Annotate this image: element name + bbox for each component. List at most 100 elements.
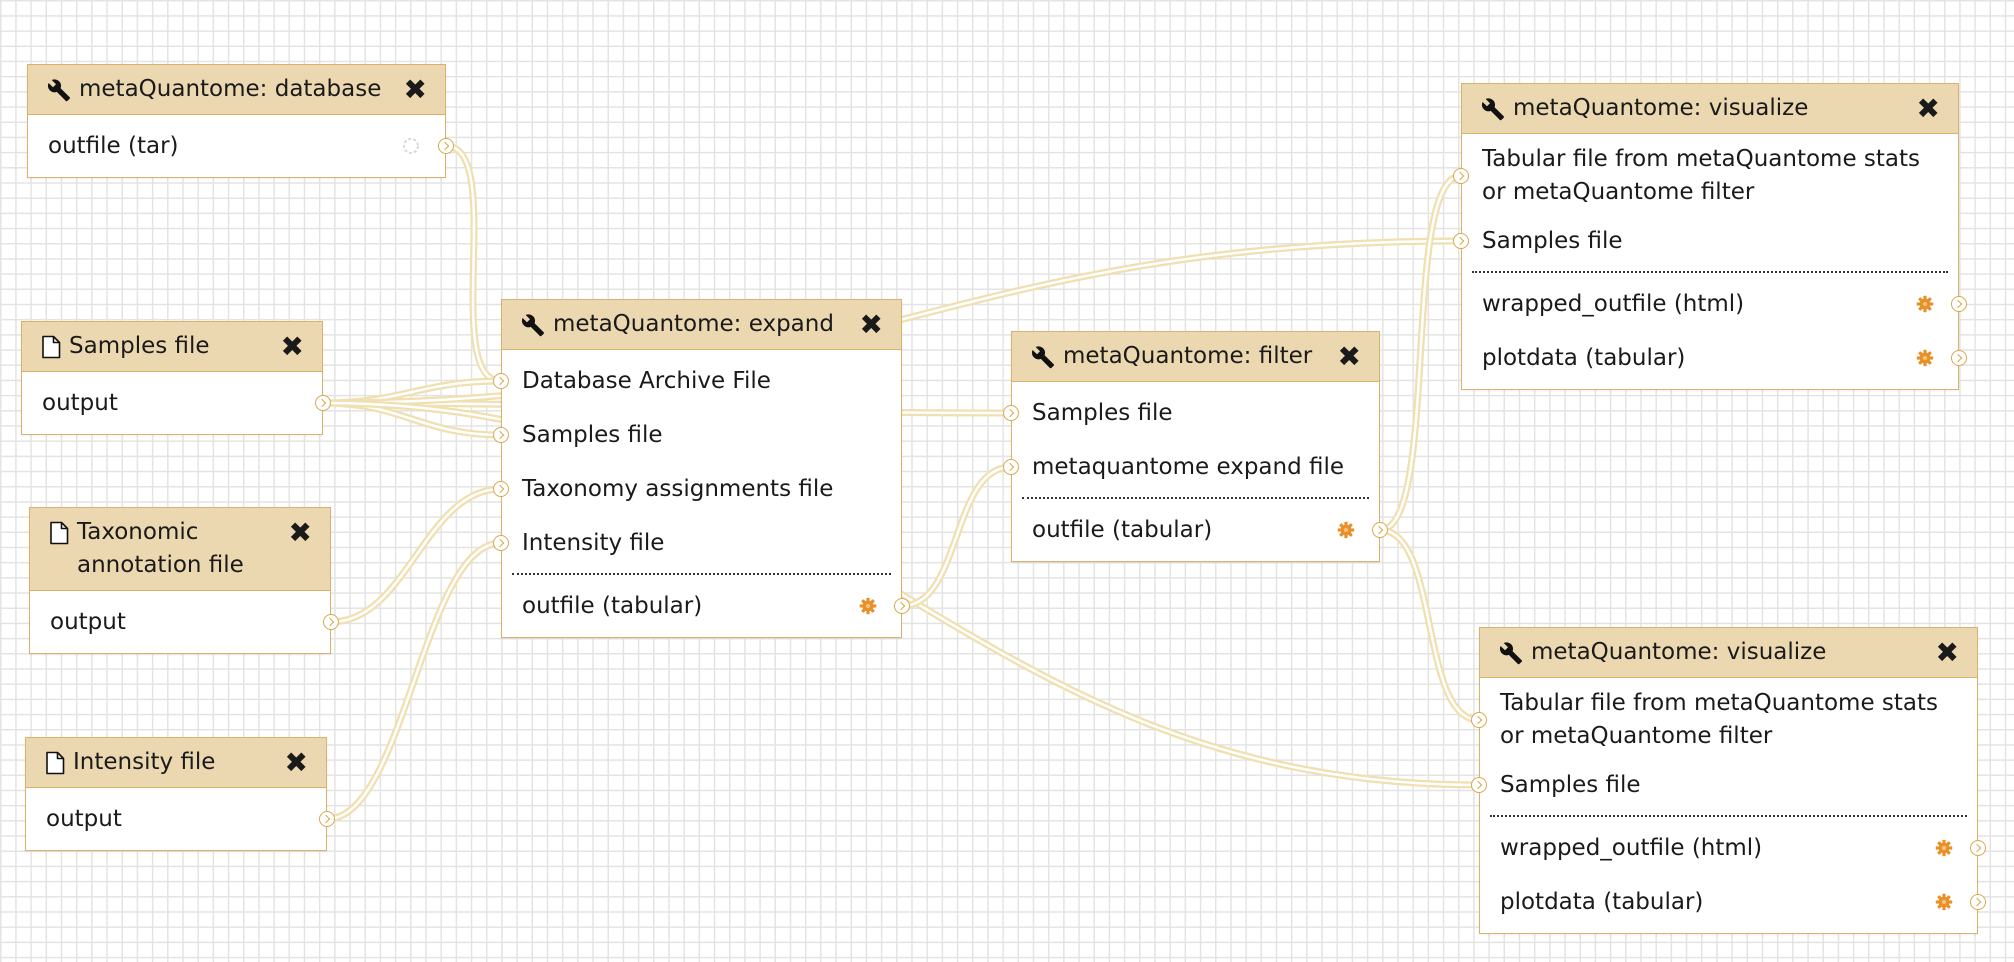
input-row: metaquantome expand file: [1003, 440, 1379, 494]
input-port[interactable]: [1453, 168, 1469, 184]
node-title: Taxonomic annotation file: [77, 519, 244, 578]
node-metaquantome-expand[interactable]: metaQuantome: expand ✖ Database Archive …: [493, 299, 910, 638]
output-label: wrapped_outfile (html): [1482, 290, 1745, 317]
output-row: output: [30, 595, 339, 649]
input-port[interactable]: [1453, 233, 1469, 249]
input-label: Taxonomy assignments file: [522, 475, 834, 502]
input-port[interactable]: [1471, 712, 1487, 728]
output-port[interactable]: [1372, 522, 1388, 538]
output-port[interactable]: [1970, 894, 1986, 910]
output-row: output: [26, 792, 335, 846]
node-header[interactable]: Intensity file ✖: [26, 738, 326, 788]
output-label: outfile (tabular): [1032, 516, 1213, 543]
node-header[interactable]: Taxonomic annotation file ✖: [30, 508, 330, 591]
input-row: Samples file: [1003, 386, 1379, 440]
output-port[interactable]: [323, 614, 339, 630]
wrench-icon: [1031, 344, 1055, 370]
divider: [1472, 271, 1948, 273]
output-row: outfile (tar): [28, 119, 454, 173]
output-port[interactable]: [1970, 840, 1986, 856]
gear-icon: [1935, 893, 1953, 911]
node-header[interactable]: metaQuantome: visualize ✖: [1462, 84, 1958, 134]
output-port[interactable]: [1951, 350, 1967, 366]
gear-icon: [1916, 349, 1934, 367]
node-header[interactable]: metaQuantome: filter ✖: [1012, 332, 1379, 382]
wrench-icon: [1499, 640, 1523, 666]
close-icon[interactable]: ✖: [403, 73, 427, 106]
node-taxonomic-annotation-file[interactable]: Taxonomic annotation file ✖ output: [29, 507, 339, 654]
node-title: metaQuantome: visualize: [1531, 639, 1827, 665]
node-title: metaQuantome: database: [79, 76, 382, 102]
output-label: plotdata (tabular): [1500, 888, 1704, 915]
output-port[interactable]: [894, 598, 910, 614]
output-label: outfile (tabular): [522, 592, 703, 619]
file-icon: [41, 334, 61, 360]
input-port[interactable]: [493, 535, 509, 551]
node-header[interactable]: metaQuantome: visualize ✖: [1480, 628, 1977, 678]
output-label: outfile (tar): [48, 132, 179, 159]
output-port[interactable]: [319, 811, 335, 827]
node-metaquantome-database[interactable]: metaQuantome: database ✖ outfile (tar): [27, 64, 454, 178]
close-icon[interactable]: ✖: [280, 330, 304, 363]
node-intensity-file[interactable]: Intensity file ✖ output: [25, 737, 335, 851]
input-row: Samples file: [1471, 758, 1977, 812]
file-icon: [49, 520, 69, 546]
output-label: output: [50, 608, 126, 635]
output-port[interactable]: [438, 138, 454, 154]
input-label: Tabular file from metaQuantome stats or …: [1500, 690, 1939, 749]
close-icon[interactable]: ✖: [1916, 92, 1940, 125]
node-samples-file[interactable]: Samples file ✖ output: [21, 321, 331, 435]
input-label: Tabular file from metaQuantome stats or …: [1482, 146, 1921, 205]
node-title: Intensity file: [73, 749, 216, 775]
input-port[interactable]: [493, 427, 509, 443]
connection-wire-core: [445, 144, 502, 383]
input-label: Samples file: [522, 421, 663, 448]
wrench-icon: [1481, 96, 1505, 122]
input-label: Intensity file: [522, 529, 665, 556]
node-header[interactable]: metaQuantome: database ✖: [28, 65, 445, 115]
divider: [1022, 497, 1369, 499]
input-row: Samples file: [493, 408, 901, 462]
input-label: Samples file: [1500, 771, 1641, 798]
input-row: Tabular file from metaQuantome stats or …: [1453, 138, 1958, 214]
close-icon[interactable]: ✖: [1337, 340, 1361, 373]
connection-wire-core: [326, 541, 502, 821]
node-title: metaQuantome: expand: [553, 311, 834, 337]
divider: [512, 573, 891, 575]
input-port[interactable]: [493, 373, 509, 389]
output-row: outfile (tabular): [502, 579, 910, 633]
input-row: Samples file: [1453, 214, 1958, 268]
close-icon[interactable]: ✖: [859, 308, 883, 341]
close-icon[interactable]: ✖: [1935, 636, 1959, 669]
input-row: Intensity file: [493, 516, 901, 570]
node-metaquantome-filter[interactable]: metaQuantome: filter ✖ Samples file meta…: [1003, 331, 1388, 562]
input-port[interactable]: [1003, 405, 1019, 421]
close-icon[interactable]: ✖: [288, 516, 312, 549]
wrench-icon: [47, 77, 71, 103]
output-row: outfile (tabular): [1012, 503, 1388, 557]
output-row: wrapped_outfile (html): [1480, 821, 1986, 875]
input-row: Taxonomy assignments file: [493, 462, 901, 516]
output-label: plotdata (tabular): [1482, 344, 1686, 371]
file-icon: [45, 750, 65, 776]
node-header[interactable]: metaQuantome: expand ✖: [502, 300, 901, 350]
gear-icon: [859, 597, 877, 615]
close-icon[interactable]: ✖: [284, 746, 308, 779]
input-row: Database Archive File: [493, 354, 901, 408]
node-header[interactable]: Samples file ✖: [22, 322, 322, 372]
input-port[interactable]: [1471, 777, 1487, 793]
output-row: plotdata (tabular): [1462, 331, 1967, 385]
output-label: output: [42, 389, 118, 416]
input-port[interactable]: [1003, 459, 1019, 475]
connection-wire-core: [1379, 174, 1462, 532]
output-port[interactable]: [315, 395, 331, 411]
node-metaquantome-visualize[interactable]: metaQuantome: visualize ✖ Tabular file f…: [1471, 627, 1986, 934]
input-label: metaquantome expand file: [1032, 453, 1345, 480]
output-port[interactable]: [1951, 296, 1967, 312]
connection-wire-core: [901, 465, 1012, 608]
node-metaquantome-visualize[interactable]: metaQuantome: visualize ✖ Tabular file f…: [1453, 83, 1967, 390]
gear-icon: [1935, 839, 1953, 857]
input-port[interactable]: [493, 481, 509, 497]
gear-icon: [1916, 295, 1934, 313]
output-row: wrapped_outfile (html): [1462, 277, 1967, 331]
